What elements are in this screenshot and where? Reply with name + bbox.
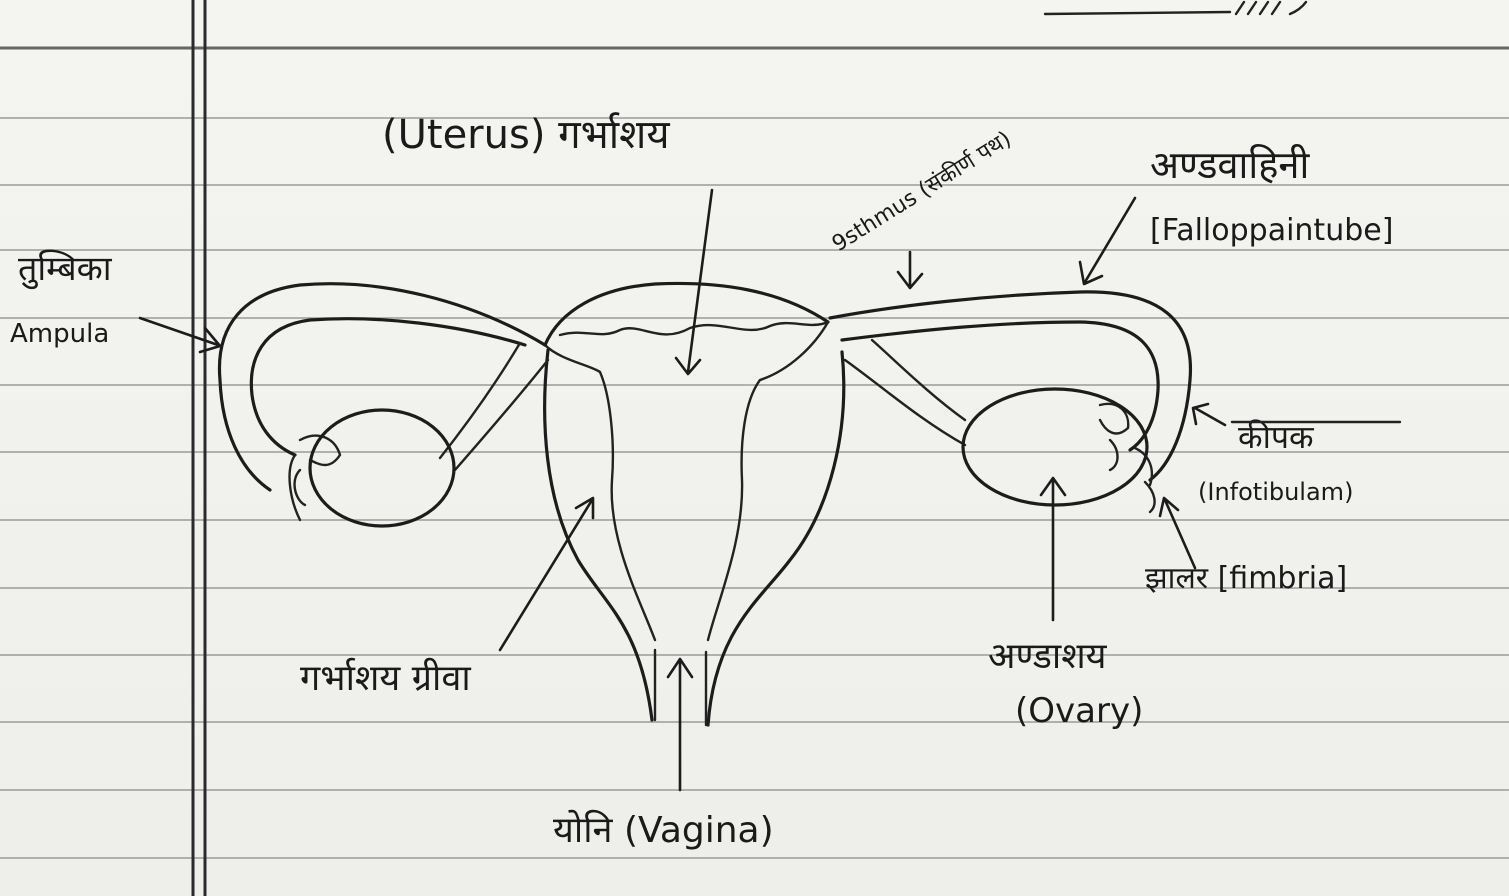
label-uterus: (Uterus) गर्भाशय: [382, 112, 670, 158]
fallopian-tube-right: [830, 292, 1190, 512]
label-isthmus: 9sthmus (संकीर्ण पथ): [827, 126, 1015, 257]
label-ampulla-en: Ampula: [10, 319, 109, 349]
label-fallopian-en: [Falloppaintube]: [1150, 213, 1393, 248]
fallopian-tube-left: [219, 284, 545, 520]
label-ampulla-hi: तुम्बिका: [18, 249, 113, 290]
ovarian-ligaments: [440, 340, 965, 470]
label-ovary-en: (Ovary): [1015, 691, 1143, 731]
label-ovary-hi: अण्डाशय: [988, 636, 1108, 677]
label-fallopian-hi: अण्डवाहिनी: [1150, 143, 1310, 187]
ovary-left: [310, 410, 454, 526]
label-cervix: गर्भाशय ग्रीवा: [300, 657, 471, 699]
label-vagina: योनि (Vagina): [553, 809, 774, 851]
margin-line: [193, 0, 205, 896]
labels: (Uterus) गर्भाशय 9sthmus (संकीर्ण पथ) अण…: [10, 112, 1400, 851]
label-infundibulum-hi: कीपक: [1238, 418, 1315, 456]
top-scribble: [1045, 2, 1306, 14]
label-fimbria: झालर [fimbria]: [1145, 561, 1347, 596]
ovary-right: [963, 389, 1147, 505]
label-infundibulum-en: (Infotibulam): [1198, 478, 1353, 506]
